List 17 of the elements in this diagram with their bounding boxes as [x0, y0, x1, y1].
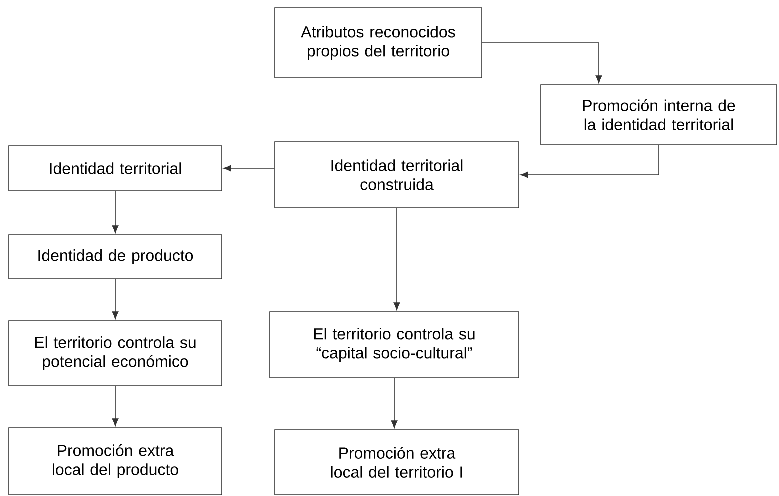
process-box: El territorio controla su “capital socio-cultural”	[270, 312, 520, 378]
process-box: Atributos reconocidos propios del territorio	[274, 8, 482, 78]
arrow	[394, 208, 400, 310]
process-box: El territorio controla su potencial económico	[8, 320, 222, 386]
process-box: Promoción interna de la identidad territorial	[540, 84, 778, 146]
process-box: Identidad territorial	[8, 146, 222, 192]
arrow	[520, 145, 660, 178]
process-box: Identidad territorial construida	[274, 142, 520, 208]
process-box: Promoción extra local del territorio I	[274, 430, 520, 496]
arrow	[482, 42, 602, 84]
arrow	[112, 279, 119, 320]
arrow	[391, 378, 398, 428]
arrow	[112, 386, 119, 426]
arrow	[112, 191, 119, 234]
process-box: Identidad de producto	[8, 234, 222, 280]
arrow	[224, 165, 275, 172]
process-box: Promoción extra local del producto	[8, 428, 222, 496]
